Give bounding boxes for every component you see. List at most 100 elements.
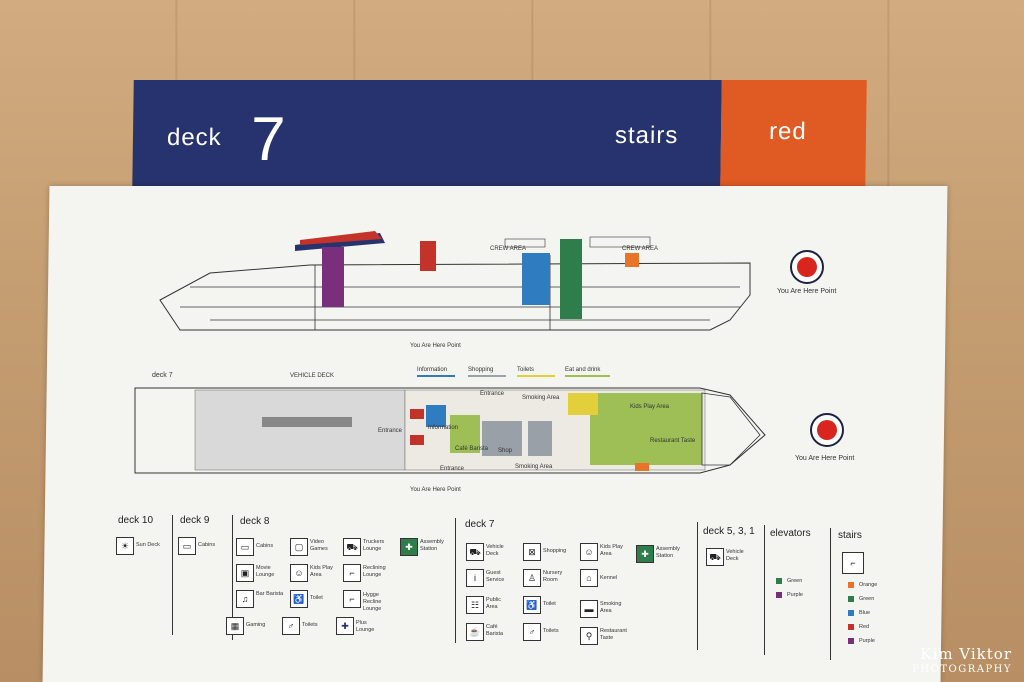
plan-cat-shopping: Shopping (468, 367, 494, 373)
stair-red-block (420, 241, 436, 271)
you-are-here-marker-plan (810, 413, 844, 447)
kennel-icon: ⌂ (580, 569, 598, 587)
header-deck-word: deck (166, 124, 222, 151)
swatch-stairs-orange (848, 582, 854, 588)
legend-stairs-item-0: Orange (859, 582, 878, 588)
plan-cafe: Café Barista (455, 446, 489, 452)
legend-stairs-item-4: Purple (859, 638, 875, 644)
swatch-stairs-red (848, 624, 854, 630)
shopping-icon: ⊠ (523, 543, 541, 561)
you-are-here-small-top: You Are Here Point (410, 343, 461, 349)
crew-area-label-1: CREW AREA (490, 246, 527, 252)
legend-deck7-item-3: Assembly Station (656, 546, 680, 559)
you-are-here-marker-top (790, 250, 824, 284)
plan-outline (134, 387, 766, 474)
ship-hull-outline (159, 262, 751, 331)
legend-deck7-item-10: Café Barista (486, 624, 504, 637)
plan-cat-eat: Eat and drink (565, 367, 601, 373)
plan-cat-information: Information (417, 367, 448, 373)
you-are-here-small-plan: You Are Here Point (410, 487, 461, 493)
plan-info-area (426, 405, 446, 427)
category-bar-shopping (468, 375, 506, 377)
vehicle-deck-icon: ⛟ (706, 548, 724, 566)
legend-deck8-item-1: Video Games (310, 539, 328, 552)
legend-deck8-item-12: Plus Lounge (356, 620, 375, 633)
cabins-icon: ▭ (178, 537, 196, 555)
truckers-lounge-icon: ⛟ (343, 538, 361, 556)
you-are-here-label-plan: You Are Here Point (795, 455, 855, 462)
swatch-stairs-purple (848, 638, 854, 644)
plan-restaurant: Restaurant Taste (650, 438, 696, 444)
vehicle-deck-icon: ⛟ (466, 543, 484, 561)
category-bar-eat (565, 375, 610, 377)
plan-toilets-area (568, 393, 598, 415)
plan-deck-label: deck 7 (152, 372, 173, 379)
toilets-icon: ♂ (282, 617, 300, 635)
legend-deck8-item-7: Bar Barista (256, 591, 284, 597)
plan-shop-area (482, 421, 522, 456)
gaming-icon: ▦ (226, 617, 244, 635)
cafe-icon: ☕ (466, 623, 484, 641)
sun-deck-icon: ☀ (116, 537, 134, 555)
plan-kids-play: Kids Play Area (630, 404, 670, 410)
assembly-station-icon: ✚ (400, 538, 418, 556)
deck-7-floor-plan (134, 387, 766, 474)
legend-deck7-item-12: Restaurant Taste (600, 628, 627, 641)
plan-entrance-2: Entrance (480, 391, 505, 397)
plan-smoking-2: Smoking Area (515, 464, 553, 470)
bar-icon: ♫ (236, 590, 254, 608)
plan-information: Information (428, 425, 459, 431)
toilet-icon: ♿ (290, 590, 308, 608)
kids-play-icon: ☺ (290, 564, 308, 582)
category-bar-information (417, 375, 455, 377)
stair-orange-block (625, 253, 639, 267)
legend-deck7-title: deck 7 (465, 519, 495, 530)
deck-header: deck 7 stairs red (132, 80, 867, 190)
restaurant-icon: ⚲ (580, 627, 598, 645)
legend-deck10-title: deck 10 (118, 515, 154, 526)
legend-stairs-title: stairs (838, 530, 862, 541)
header-stairs-color: red (768, 118, 807, 145)
watermark-subtitle: PHOTOGRAPHY (912, 664, 1012, 675)
header-stairs-word: stairs (614, 122, 679, 149)
swatch-stairs-green (848, 596, 854, 602)
legend-deck7-item-0: Vehicle Deck (486, 544, 504, 557)
legend-deck8-item-8: Toilet (310, 595, 323, 601)
header-deck-number: 7 (250, 105, 286, 174)
plan-entrance-3: Entrance (440, 466, 465, 472)
legend-elevators-item-1: Purple (787, 592, 803, 598)
legend-deck8-item-9: Hygge Recline Lounge (363, 592, 382, 612)
smoking-area-icon: ▬ (580, 600, 598, 618)
plan-smoking-1: Smoking Area (522, 395, 560, 401)
legend-deck9-item-0: Cabins (198, 542, 216, 548)
legend-deck8-item-11: Toilets (302, 622, 318, 628)
stairs-icon: ⌐ (842, 552, 864, 574)
movie-lounge-icon: ▣ (236, 564, 254, 582)
cabins-icon: ▭ (236, 538, 254, 556)
legend-deck7-item-4: Guest Service (486, 570, 505, 583)
plan-restaurant-area (590, 393, 702, 465)
you-are-here-label-top: You Are Here Point (777, 288, 837, 295)
plus-lounge-icon: ✚ (336, 617, 354, 635)
kids-play-icon: ☺ (580, 543, 598, 561)
category-bar-toilets (517, 375, 555, 377)
stair-purple-block (322, 247, 344, 307)
legend-deck8-item-2: Truckers Lounge (363, 539, 385, 552)
plan-entrance-1: Entrance (378, 428, 403, 434)
nursery-room-icon: ♙ (523, 569, 541, 587)
stair-green-block (560, 239, 582, 319)
video-games-icon: ▢ (290, 538, 308, 556)
legend-elevators-item-0: Green (787, 578, 803, 584)
legend-deck531-item-0: Vehicle Deck (726, 549, 744, 562)
crew-area-label-2: CREW AREA (622, 246, 659, 252)
hygge-recline-icon: ⌐ (343, 590, 361, 608)
toilets-icon: ♂ (523, 623, 541, 641)
legend-deck7-item-5: Nursery Room (543, 570, 563, 583)
legend-deck7-item-7: Public Area (486, 597, 501, 610)
toilet-icon: ♿ (523, 596, 541, 614)
legend-stairs-item-1: Green (859, 596, 875, 602)
ship-side-view (159, 231, 751, 331)
legend-deck7-item-8: Toilet (543, 601, 556, 607)
legend-stairs-item-2: Blue (859, 610, 871, 616)
legend-deck8-item-4: Movie Lounge (256, 565, 275, 578)
